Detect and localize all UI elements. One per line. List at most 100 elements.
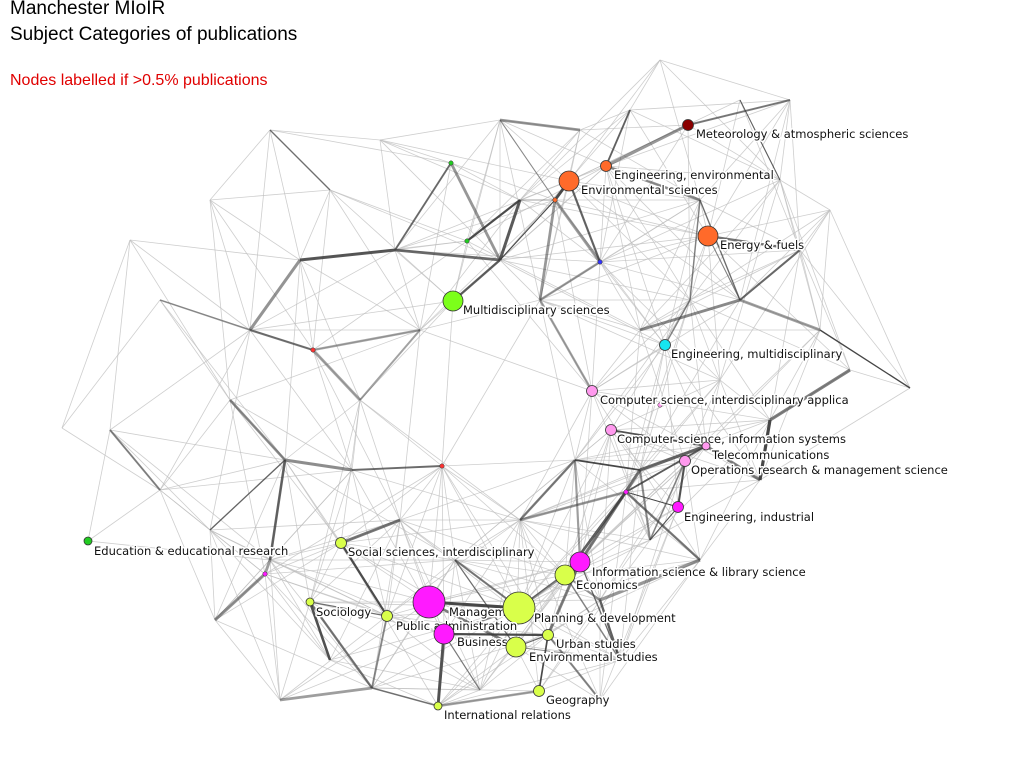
node-label-planning-development: Planning & development [534,611,676,625]
edge-36 [554,199,709,237]
edge-566 [499,199,556,261]
edge-299 [229,399,353,471]
edge-348 [599,199,701,263]
edge-192 [518,459,576,609]
node-circle-meteorology-atmospheric-sciences [682,119,694,131]
edge-455 [269,559,331,661]
edge-432 [109,429,286,461]
node-label-halo: Computer science, information systems [617,432,846,446]
edge-404 [649,419,771,541]
edge-125 [619,506,679,661]
edge-531 [309,601,373,689]
edge-526 [564,574,621,661]
minor-node-6 [623,489,629,495]
node-label-engineering-multidisciplinary: Engineering, multidisciplinary [671,347,842,361]
node-label-engineering-environmental: Engineering, environmental [614,168,774,182]
edge-542 [454,559,517,648]
edge-81 [591,299,691,392]
edge-82 [591,329,641,392]
edge-364 [639,199,701,331]
edge-18 [605,99,791,167]
edge-495 [214,619,281,701]
edge-539 [538,634,549,692]
edge-256 [129,239,251,331]
node-label-environmental-studies: Environmental studies [529,650,658,664]
edge-500 [605,164,701,202]
edge-344 [499,259,541,301]
edge-182 [309,601,481,691]
edge-583 [263,559,272,575]
edge-311 [394,240,468,251]
edge-536 [436,633,446,707]
edge-90 [610,419,771,431]
edge-22 [394,180,570,251]
edge-59 [539,299,666,346]
node-engineering-multidisciplinary: Engineering, multidisciplinaryEngineerin… [659,339,844,363]
edge-179 [309,601,445,635]
edge-385 [639,249,801,331]
edge-296 [329,189,468,242]
edge-333 [519,109,631,201]
edge-141 [340,519,521,544]
node-circle-international-relations [433,701,443,711]
edge-431 [109,429,211,531]
node-label-public-administration: Public administration [396,619,517,633]
edge-450 [264,559,456,575]
node-label-urban-studies: Urban studies [556,637,636,651]
edge-388 [799,209,831,251]
edge-94 [599,429,612,601]
edge-559 [499,119,556,201]
node-circle-economics [554,564,576,586]
edge-264 [159,299,231,401]
edge-380 [799,249,821,331]
edge-113 [684,329,821,462]
edge-375 [719,179,781,381]
edge-277 [109,329,251,431]
edge-127 [87,429,111,542]
edge-355 [629,109,781,181]
edge-5 [579,124,689,131]
edge-319 [229,329,421,401]
edge-556 [359,329,421,401]
node-circle-telecommunications [701,441,711,451]
edge-83 [591,390,651,541]
edge-304 [379,139,396,251]
node-multidisciplinary-sciences: Multidisciplinary sciencesMultidisciplin… [442,290,611,319]
edge-266 [209,199,251,331]
edge-514 [625,491,679,508]
edge-187 [386,607,520,617]
edge-382 [799,249,911,389]
edge-452 [264,573,281,701]
node-label-sociology: Sociology [316,605,371,619]
edge-560 [499,118,581,132]
edge-366 [579,129,701,201]
edge-587 [599,558,701,602]
node-label-education-educational-research: Education & educational research [94,544,288,558]
edge-550 [312,328,421,352]
edge-109 [689,299,707,447]
node-operations-research-management-science: Operations research & management science… [679,455,949,479]
edge-502 [567,180,602,263]
edge-279 [209,329,251,531]
minor-node-7 [262,571,268,577]
edge-21 [379,139,570,182]
node-label-social-sciences-interdisciplinary: Social sciences, interdisciplinary [348,545,535,559]
edge-334 [519,59,661,201]
edge-549 [299,248,396,262]
node-label-halo: Economics [576,578,638,592]
node-label-halo: Engineering, industrial [684,510,814,524]
edge-260 [129,239,231,401]
edge-444 [209,529,216,621]
edge-102 [705,329,821,447]
edge-249 [538,539,651,692]
edge-26 [568,59,661,182]
title-block: Manchester MIoIR Subject Categories of p… [10,0,297,48]
node-computer-science-information-systems: Computer science, information systemsCom… [605,424,848,448]
edge-87 [579,429,612,563]
edge-295 [329,189,421,331]
edge-61 [599,261,666,346]
edge-60 [554,199,666,346]
